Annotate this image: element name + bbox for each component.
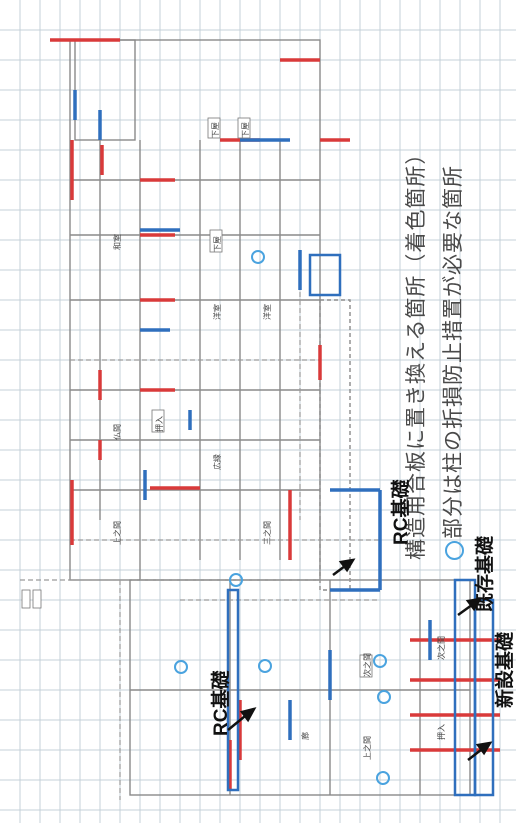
rc-foundation-label-middle: RC基礎 [391, 479, 412, 545]
room-label: 下屋 [213, 236, 222, 252]
plywood-walls-blue [73, 90, 495, 797]
circle-marker [258, 659, 272, 673]
room-label: 押入 [437, 724, 446, 740]
room-label: 次之間 [437, 636, 446, 660]
room-label: 下屋 [241, 122, 250, 138]
room-label: 押入 [155, 416, 164, 432]
label-arrows [227, 558, 493, 761]
room-label: 下屋 [211, 122, 220, 138]
circle-marker [376, 771, 390, 785]
wall-lines [69, 39, 471, 796]
room-label-boxes [21, 117, 373, 678]
room-label: 上之間 [113, 521, 122, 545]
existing-foundation-label: 既存基礎 [475, 535, 496, 612]
room-label: 洋室 [213, 304, 222, 320]
room-label: 広縁 [213, 454, 222, 470]
new-foundation-label: 新設基礎 [495, 631, 516, 708]
dashed-lines [20, 260, 470, 800]
circle-marker [174, 660, 188, 674]
room-label: 洋室 [263, 304, 272, 320]
rc-foundation-label-left: RC基礎 [211, 670, 232, 736]
circle-legend-icon [444, 541, 464, 560]
room-label: 三之間 [263, 521, 272, 545]
column-protection-note-text: 部分は柱の折損防止措置が必要な箇所 [442, 165, 465, 539]
circle-marker [373, 654, 387, 668]
room-label: 次之間 [363, 653, 372, 677]
circle-marker [229, 573, 243, 587]
column-protection-note: 部分は柱の折損防止措置が必要な箇所 [437, 165, 467, 560]
room-label: 上之間 [363, 736, 372, 760]
circle-marker [251, 250, 265, 264]
room-label: 仏間 [113, 424, 122, 440]
circle-marker [377, 690, 391, 704]
room-label: 和室 [113, 234, 122, 250]
plywood-walls-red [50, 38, 500, 790]
room-label: 廊 [301, 732, 310, 740]
column-protection-circles [174, 250, 391, 785]
